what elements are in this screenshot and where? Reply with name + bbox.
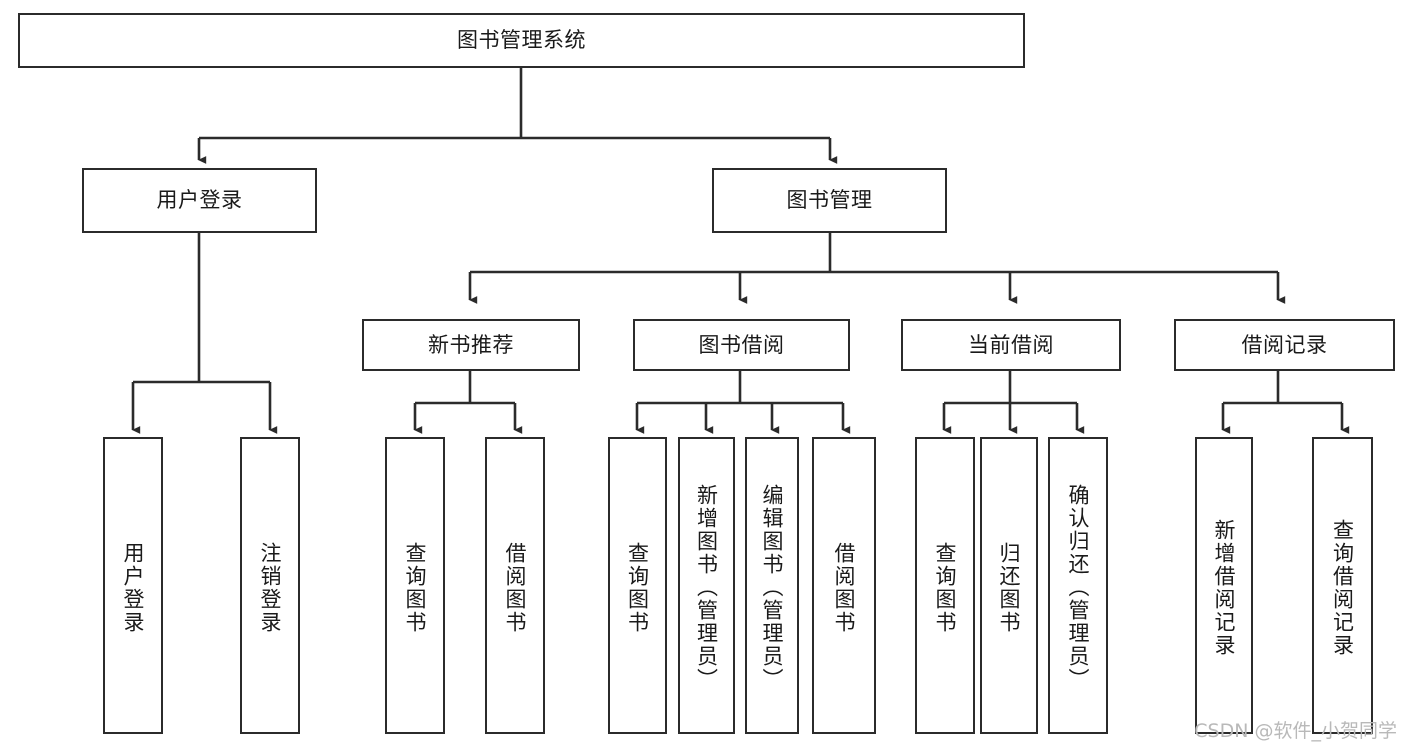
leaf-new-book-borrow-book[interactable]: 借阅图书 — [485, 437, 545, 734]
node-label: 用户登录 — [121, 541, 146, 634]
node-label: 新书推荐 — [428, 332, 514, 357]
node-book-management[interactable]: 图书管理 — [712, 168, 947, 233]
node-label: 图书管理 — [786, 188, 873, 213]
node-borrow-record[interactable]: 借阅记录 — [1174, 319, 1395, 371]
node-label: 图书管理系统 — [457, 28, 586, 53]
node-label: 查询图书 — [403, 541, 428, 634]
node-user-login[interactable]: 用户登录 — [82, 168, 317, 233]
node-label: 用户登录 — [156, 188, 243, 213]
leaf-book-borrow-add-book-admin[interactable]: 新增图书（管理员） — [678, 437, 735, 734]
node-label: 图书借阅 — [698, 332, 785, 357]
node-current-borrow[interactable]: 当前借阅 — [901, 319, 1121, 371]
node-book-borrow[interactable]: 图书借阅 — [633, 319, 850, 371]
node-label: 新增图书（管理员） — [694, 484, 719, 691]
node-label: 确认归还（管理员） — [1066, 484, 1091, 691]
leaf-current-borrow-confirm-return-admin[interactable]: 确认归还（管理员） — [1048, 437, 1108, 734]
leaf-user-login-login[interactable]: 用户登录 — [103, 437, 163, 734]
node-label: 借阅图书 — [832, 541, 857, 634]
leaf-book-borrow-edit-book-admin[interactable]: 编辑图书（管理员） — [745, 437, 799, 734]
watermark-text: CSDN @软件_小贺同学 — [1194, 720, 1397, 742]
leaf-book-borrow-query-book[interactable]: 查询图书 — [608, 437, 667, 734]
node-label: 查询借阅记录 — [1330, 518, 1355, 657]
node-label: 当前借阅 — [968, 332, 1054, 357]
leaf-user-login-logout[interactable]: 注销登录 — [240, 437, 300, 734]
node-label: 查询图书 — [933, 541, 958, 634]
leaf-borrow-record-query-record[interactable]: 查询借阅记录 — [1312, 437, 1373, 734]
leaf-current-borrow-query-book[interactable]: 查询图书 — [915, 437, 975, 734]
node-label: 编辑图书（管理员） — [760, 484, 785, 691]
leaf-borrow-record-add-record[interactable]: 新增借阅记录 — [1195, 437, 1253, 734]
leaf-current-borrow-return-book[interactable]: 归还图书 — [980, 437, 1038, 734]
node-label: 查询图书 — [625, 541, 650, 634]
node-label: 借阅记录 — [1241, 332, 1328, 357]
node-root-book-management-system[interactable]: 图书管理系统 — [18, 13, 1025, 68]
leaf-new-book-query-book[interactable]: 查询图书 — [385, 437, 445, 734]
node-label: 注销登录 — [258, 541, 283, 634]
node-label: 新增借阅记录 — [1212, 518, 1237, 657]
leaf-book-borrow-borrow-book[interactable]: 借阅图书 — [812, 437, 876, 734]
node-new-book-recommend[interactable]: 新书推荐 — [362, 319, 580, 371]
node-label: 归还图书 — [997, 541, 1022, 634]
node-label: 借阅图书 — [503, 541, 528, 634]
